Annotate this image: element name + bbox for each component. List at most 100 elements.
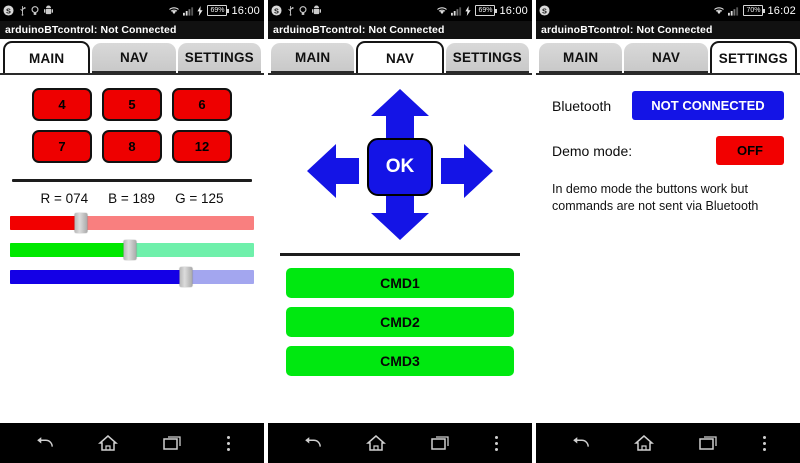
phone-screen-settings: S 70% 16:02 arduinoBTcontrol: Not Connec… xyxy=(536,0,800,463)
pin-button-7[interactable]: 7 xyxy=(32,130,92,163)
app-title-bar: arduinoBTcontrol: Not Connected xyxy=(0,21,264,39)
system-nav-bar xyxy=(268,423,532,463)
battery-badge: 69% xyxy=(207,5,230,16)
skype-icon: S xyxy=(539,5,550,16)
green-slider-thumb[interactable] xyxy=(123,240,137,260)
back-icon[interactable] xyxy=(302,435,322,451)
overflow-menu-icon[interactable] xyxy=(762,435,766,451)
down-arrow-icon[interactable] xyxy=(367,188,433,245)
bluetooth-row: Bluetooth NOT CONNECTED xyxy=(552,91,784,120)
tab-underline xyxy=(0,73,264,75)
tab-main[interactable]: MAIN xyxy=(271,43,355,73)
pin-button-5[interactable]: 5 xyxy=(102,88,162,121)
tab-underline xyxy=(536,73,800,75)
overflow-menu-icon[interactable] xyxy=(494,435,498,451)
bluetooth-status-button[interactable]: NOT CONNECTED xyxy=(632,91,784,120)
green-slider-fill xyxy=(10,243,130,257)
app-title-bar: arduinoBTcontrol: Not Connected xyxy=(268,21,532,39)
tab-underline xyxy=(268,73,532,75)
tab-settings[interactable]: SETTINGS xyxy=(177,43,261,73)
signal-icon xyxy=(183,6,194,16)
section-divider xyxy=(12,179,252,182)
recents-icon[interactable] xyxy=(698,435,719,451)
command-buttons: CMD1 CMD2 CMD3 xyxy=(276,256,524,376)
rgb-sliders xyxy=(8,213,256,287)
home-icon[interactable] xyxy=(634,434,655,452)
back-icon[interactable] xyxy=(570,435,590,451)
left-arrow-icon[interactable] xyxy=(307,142,359,205)
tab-nav[interactable]: NAV xyxy=(624,43,708,73)
status-clock: 16:02 xyxy=(767,4,796,17)
pin-button-8[interactable]: 8 xyxy=(102,130,162,163)
green-slider[interactable] xyxy=(10,240,254,260)
signal-icon xyxy=(728,6,739,16)
battery-badge: 69% xyxy=(475,5,498,16)
battery-badge: 70% xyxy=(743,5,766,16)
blue-slider[interactable] xyxy=(10,267,254,287)
skype-icon: S xyxy=(271,5,282,16)
svg-text:S: S xyxy=(542,6,547,15)
tab-main[interactable]: MAIN xyxy=(539,43,623,73)
rgb-value-labels: R = 074 B = 189 G = 125 xyxy=(8,191,256,206)
pin-button-12[interactable]: 12 xyxy=(172,130,232,163)
blue-slider-thumb[interactable] xyxy=(179,267,193,287)
svg-text:S: S xyxy=(274,6,279,15)
dpad: OK xyxy=(305,87,495,247)
charging-icon xyxy=(197,5,204,16)
skype-icon: S xyxy=(3,5,14,16)
red-slider[interactable] xyxy=(10,213,254,233)
blue-slider-fill xyxy=(10,270,186,284)
status-clock: 16:00 xyxy=(231,4,260,17)
pin-button-4[interactable]: 4 xyxy=(32,88,92,121)
svg-text:S: S xyxy=(6,6,11,15)
settings-content: Bluetooth NOT CONNECTED Demo mode: OFF I… xyxy=(536,75,800,423)
bulb-icon xyxy=(31,5,39,16)
red-slider-fill xyxy=(10,216,81,230)
green-value-label: G = 125 xyxy=(175,191,224,206)
tab-settings[interactable]: SETTINGS xyxy=(709,41,797,73)
home-icon[interactable] xyxy=(366,434,387,452)
blue-value-label: B = 189 xyxy=(108,191,156,206)
tab-nav[interactable]: NAV xyxy=(356,41,444,73)
tab-nav[interactable]: NAV xyxy=(92,43,176,73)
android-icon xyxy=(44,5,53,16)
up-arrow-icon[interactable] xyxy=(367,89,433,146)
status-bar: S 70% 16:02 xyxy=(536,0,800,21)
tab-bar: MAIN NAV SETTINGS xyxy=(268,39,532,73)
home-icon[interactable] xyxy=(98,434,119,452)
wifi-icon xyxy=(436,6,448,16)
tab-bar: MAIN NAV SETTINGS xyxy=(0,39,264,73)
charging-icon xyxy=(465,5,472,16)
red-value-label: R = 074 xyxy=(40,191,89,206)
tab-settings[interactable]: SETTINGS xyxy=(445,43,529,73)
cmd2-button[interactable]: CMD2 xyxy=(286,307,514,337)
phone-screen-main: S xyxy=(0,0,264,463)
status-bar: S xyxy=(0,0,264,21)
cmd3-button[interactable]: CMD3 xyxy=(286,346,514,376)
recents-icon[interactable] xyxy=(430,435,451,451)
pin-button-6[interactable]: 6 xyxy=(172,88,232,121)
tab-main[interactable]: MAIN xyxy=(3,41,91,73)
demo-mode-toggle[interactable]: OFF xyxy=(716,136,784,165)
app-title-bar: arduinoBTcontrol: Not Connected xyxy=(536,21,800,39)
cmd1-button[interactable]: CMD1 xyxy=(286,268,514,298)
tab-bar: MAIN NAV SETTINGS xyxy=(536,39,800,73)
bulb-icon xyxy=(299,5,307,16)
red-slider-thumb[interactable] xyxy=(74,213,88,233)
system-nav-bar xyxy=(536,423,800,463)
signal-icon xyxy=(451,6,462,16)
demo-mode-row: Demo mode: OFF xyxy=(552,136,784,165)
bluetooth-label: Bluetooth xyxy=(552,97,612,114)
recents-icon[interactable] xyxy=(162,435,183,451)
pin-button-grid: 4 5 6 7 8 12 xyxy=(8,75,256,163)
ok-button[interactable]: OK xyxy=(367,138,433,196)
right-arrow-icon[interactable] xyxy=(441,142,493,205)
demo-mode-help-text: In demo mode the buttons work but comman… xyxy=(552,182,759,213)
overflow-menu-icon[interactable] xyxy=(226,435,230,451)
phone-screen-nav: S xyxy=(268,0,532,463)
wifi-icon xyxy=(168,6,180,16)
status-bar: S xyxy=(268,0,532,21)
back-icon[interactable] xyxy=(34,435,54,451)
demo-mode-label: Demo mode: xyxy=(552,142,633,159)
